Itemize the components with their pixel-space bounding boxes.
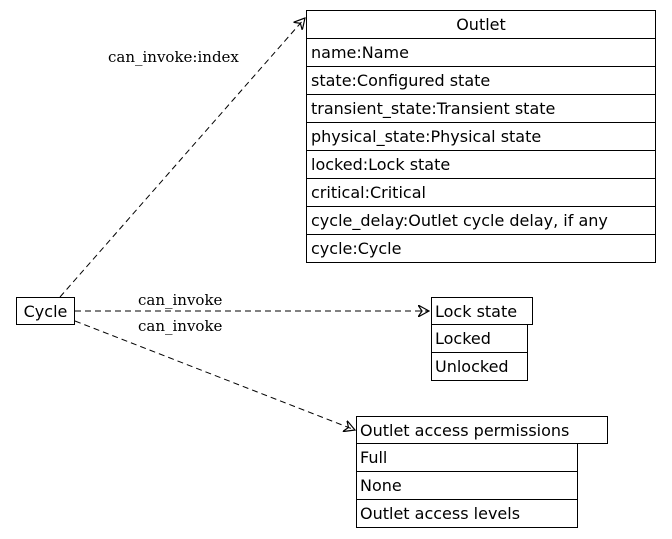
lock-state-title: Lock state <box>435 302 517 321</box>
table-row-critical: critical:Critical <box>311 183 426 202</box>
outlet-table-frame <box>306 10 656 263</box>
permissions-row-box <box>356 443 578 472</box>
edge-line <box>59 18 305 298</box>
cycle-node-box <box>16 297 75 325</box>
table-row-full: Full <box>360 448 387 467</box>
edge-label-can-invoke: can_invoke <box>138 317 223 335</box>
lock-state-table[interactable]: Lock state Locked Unlocked <box>431 297 533 381</box>
edge-line <box>74 320 355 430</box>
cycle-node-label: Cycle <box>24 302 68 321</box>
permissions-table[interactable]: Outlet access permissions Full None Outl… <box>356 416 608 528</box>
edge-cycle-to-permissions: can_invoke <box>74 317 355 430</box>
edge-label-can-invoke-index: can_invoke:index <box>108 48 239 66</box>
table-row-none: None <box>360 476 402 495</box>
table-row-unlocked-value: Unlocked <box>435 357 509 376</box>
table-row-locked: locked:Lock state <box>311 155 450 174</box>
edge-label-can-invoke: can_invoke <box>138 291 223 309</box>
table-row-access-levels: Outlet access levels <box>360 504 520 523</box>
table-row-locked-value: Locked <box>435 329 491 348</box>
table-row-cycle-delay: cycle_delay:Outlet cycle delay, if any <box>311 211 608 231</box>
outlet-table[interactable]: Outlet name:Name state:Configured state … <box>306 10 656 263</box>
edge-cycle-to-lock-state: can_invoke <box>75 291 429 311</box>
table-row-cycle: cycle:Cycle <box>311 239 401 258</box>
table-row-state: state:Configured state <box>311 71 490 90</box>
permissions-title-box <box>356 416 608 444</box>
table-row-transient-state: transient_state:Transient state <box>311 99 555 119</box>
permissions-row-box <box>356 499 578 528</box>
permissions-row-box <box>356 471 578 500</box>
lock-state-row-box <box>431 352 528 381</box>
table-row-physical-state: physical_state:Physical state <box>311 127 541 147</box>
cycle-node[interactable]: Cycle <box>16 297 75 325</box>
table-row-name: name:Name <box>311 43 409 62</box>
permissions-title: Outlet access permissions <box>360 421 569 440</box>
edge-cycle-to-outlet: can_invoke:index <box>59 18 305 298</box>
outlet-table-title: Outlet <box>456 15 506 34</box>
